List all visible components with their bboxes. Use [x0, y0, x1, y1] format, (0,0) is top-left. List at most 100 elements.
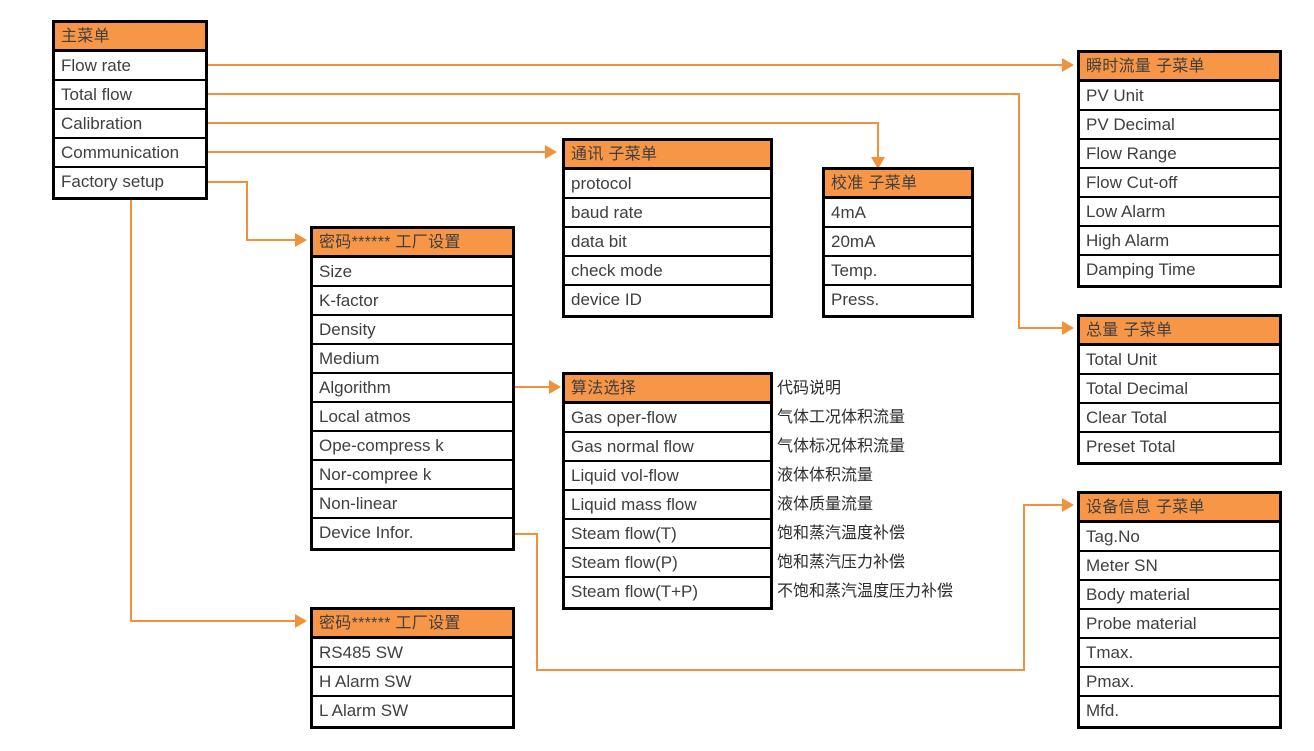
menu-item-gas-oper-flow[interactable]: Gas oper-flow [565, 404, 770, 433]
menu-item-check-mode[interactable]: check mode [565, 257, 770, 286]
menu-item-mfd[interactable]: Mfd. [1086, 701, 1120, 720]
menu-item-flow-range[interactable]: Flow Range [1080, 140, 1279, 169]
menu-item-damping-time[interactable]: Damping Time [1086, 260, 1196, 279]
menu-item-total-unit[interactable]: Total Unit [1080, 346, 1279, 375]
connector-calibration-h [208, 122, 879, 124]
algorithm-notes-header: 代码说明 [777, 380, 842, 397]
menu-item-local-atmos[interactable]: Local atmos [313, 403, 512, 432]
menu-item-pv-unit[interactable]: PV Unit [1080, 82, 1279, 111]
menu-item-meter-sn[interactable]: Meter SN [1080, 552, 1279, 581]
menu-item-baud-rate[interactable]: baud rate [565, 199, 770, 228]
algorithm-note-steam-flow-p: 饱和蒸汽压力补偿 [777, 554, 906, 571]
menu-item-total-flow[interactable]: Total flow [55, 81, 205, 110]
connector-device-info-h2 [536, 669, 1025, 671]
menu-item-steam-flow-t[interactable]: Steam flow(T) [565, 520, 770, 549]
connector-factory-main-h2 [246, 239, 296, 241]
algorithm-note-gas-normal-flow: 气体标况体积流量 [777, 438, 906, 455]
menu-item-calibration[interactable]: Calibration [55, 110, 205, 139]
connector-device-info-h1 [513, 533, 538, 535]
menu-item-20ma[interactable]: 20mA [825, 228, 971, 257]
menu-item-body-material[interactable]: Body material [1080, 581, 1279, 610]
menu-item-factory-setup[interactable]: Factory setup [61, 172, 164, 191]
menu-item-flow-rate[interactable]: Flow rate [55, 52, 205, 81]
total-flow-submenu-box: 总量 子菜单 Total Unit Total Decimal Clear To… [1077, 314, 1282, 465]
total-flow-submenu-header: 总量 子菜单 [1080, 317, 1279, 346]
menu-item-tmax[interactable]: Tmax. [1080, 639, 1279, 668]
calibration-submenu-box: 校准 子菜单 4mA 20mA Temp. Press. [822, 167, 974, 318]
menu-item-4ma[interactable]: 4mA [825, 199, 971, 228]
connector-device-info-v1 [536, 533, 538, 671]
menu-item-tag-no[interactable]: Tag.No [1080, 523, 1279, 552]
arrow-device-info [1062, 498, 1074, 512]
connector-device-info-h3 [1023, 504, 1063, 506]
menu-item-rs485-sw[interactable]: RS485 SW [313, 639, 512, 668]
connector-total-flow-h1 [208, 93, 1020, 95]
communication-submenu-box: 通讯 子菜单 protocol baud rate data bit check… [562, 138, 773, 318]
communication-submenu-header: 通讯 子菜单 [565, 141, 770, 170]
connector-total-flow-h2 [1018, 327, 1063, 329]
menu-item-nor-compree-k[interactable]: Nor-compree k [313, 461, 512, 490]
algorithm-submenu-box: 算法选择 Gas oper-flow Gas normal flow Liqui… [562, 372, 773, 610]
factory-setup-main-header: 密码****** 工厂设置 [313, 229, 512, 258]
menu-item-steam-flow-p[interactable]: Steam flow(P) [565, 549, 770, 578]
arrow-calibration [871, 157, 885, 169]
algorithm-note-liquid-vol-flow: 液体体积流量 [777, 467, 874, 484]
main-menu-header: 主菜单 [55, 23, 205, 52]
menu-item-flow-cut-off[interactable]: Flow Cut-off [1080, 169, 1279, 198]
arrow-flow-rate [1062, 58, 1074, 72]
arrow-algorithm [549, 380, 561, 394]
menu-item-algorithm[interactable]: Algorithm [313, 374, 512, 403]
factory-setup-main-box: 密码****** 工厂设置 Size K-factor Density Medi… [310, 226, 515, 551]
main-menu-box: 主菜单 Flow rate Total flow Calibration Com… [52, 20, 208, 200]
factory-setup-switches-box: 密码****** 工厂设置 RS485 SW H Alarm SW L Alar… [310, 607, 515, 729]
arrow-factory-main [295, 233, 307, 247]
algorithm-submenu-header: 算法选择 [565, 375, 770, 404]
connector-communication [208, 151, 546, 153]
algorithm-note-steam-flow-t: 饱和蒸汽温度补偿 [777, 525, 906, 542]
algorithm-note-liquid-mass-flow: 液体质量流量 [777, 496, 874, 513]
menu-item-device-id[interactable]: device ID [571, 290, 642, 309]
device-info-submenu-box: 设备信息 子菜单 Tag.No Meter SN Body material P… [1077, 491, 1282, 729]
menu-item-probe-material[interactable]: Probe material [1080, 610, 1279, 639]
device-info-submenu-header: 设备信息 子菜单 [1080, 494, 1279, 523]
arrow-total-flow [1062, 321, 1074, 335]
connector-factory-sw-h [130, 620, 296, 622]
menu-item-non-linear[interactable]: Non-linear [313, 490, 512, 519]
flow-rate-submenu-header: 瞬时流量 子菜单 [1080, 53, 1279, 82]
menu-item-total-decimal[interactable]: Total Decimal [1080, 375, 1279, 404]
menu-item-device-infor[interactable]: Device Infor. [319, 523, 414, 542]
menu-item-density[interactable]: Density [313, 316, 512, 345]
menu-item-pmax[interactable]: Pmax. [1080, 668, 1279, 697]
algorithm-note-steam-flow-tp: 不饱和蒸汽温度压力补偿 [777, 583, 954, 600]
menu-item-preset-total[interactable]: Preset Total [1086, 437, 1176, 456]
menu-item-medium[interactable]: Medium [313, 345, 512, 374]
menu-item-pv-decimal[interactable]: PV Decimal [1080, 111, 1279, 140]
arrow-communication [545, 145, 557, 159]
connector-factory-main-v [246, 181, 248, 240]
menu-item-size[interactable]: Size [313, 258, 512, 287]
menu-item-protocol[interactable]: protocol [565, 170, 770, 199]
menu-item-gas-normal-flow[interactable]: Gas normal flow [565, 433, 770, 462]
calibration-submenu-header: 校准 子菜单 [825, 170, 971, 199]
menu-item-communication[interactable]: Communication [55, 139, 205, 168]
menu-item-k-factor[interactable]: K-factor [313, 287, 512, 316]
menu-item-h-alarm-sw[interactable]: H Alarm SW [313, 668, 512, 697]
menu-item-l-alarm-sw[interactable]: L Alarm SW [319, 701, 409, 720]
menu-item-low-alarm[interactable]: Low Alarm [1080, 198, 1279, 227]
menu-item-liquid-mass-flow[interactable]: Liquid mass flow [565, 491, 770, 520]
arrow-factory-sw [295, 614, 307, 628]
algorithm-notes-column: 代码说明 气体工况体积流量 气体标况体积流量 液体体积流量 液体质量流量 饱和蒸… [777, 374, 953, 606]
connector-algorithm [513, 386, 550, 388]
menu-item-clear-total[interactable]: Clear Total [1080, 404, 1279, 433]
menu-item-press[interactable]: Press. [831, 290, 880, 309]
menu-item-high-alarm[interactable]: High Alarm [1080, 227, 1279, 256]
connector-calibration-v [877, 122, 879, 160]
menu-item-temp[interactable]: Temp. [825, 257, 971, 286]
menu-item-steam-flow-tp[interactable]: Steam flow(T+P) [571, 582, 699, 601]
menu-item-liquid-vol-flow[interactable]: Liquid vol-flow [565, 462, 770, 491]
connector-factory-sw-v [130, 196, 132, 621]
menu-item-ope-compress-k[interactable]: Ope-compress k [313, 432, 512, 461]
menu-item-data-bit[interactable]: data bit [565, 228, 770, 257]
connector-device-info-v2 [1023, 504, 1025, 671]
